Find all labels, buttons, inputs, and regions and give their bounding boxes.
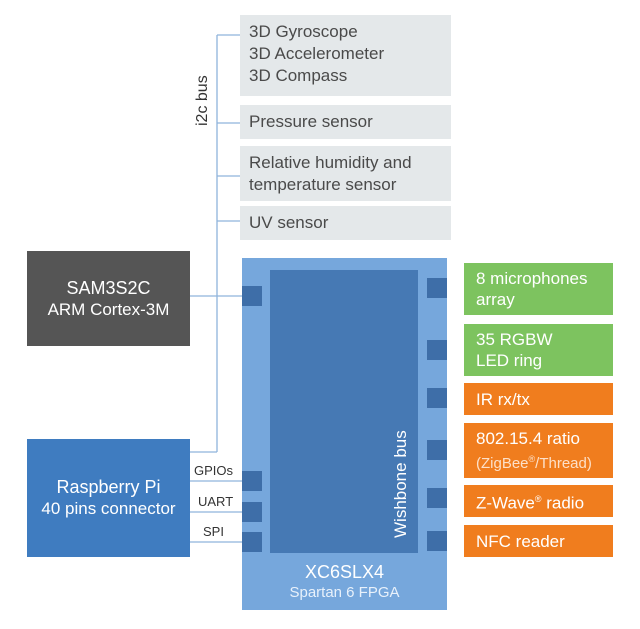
mics-line-2: array	[476, 290, 515, 309]
port-zwave	[427, 488, 447, 508]
port-led	[427, 340, 447, 360]
sensor-humidity-line-1: Relative humidity and	[249, 153, 412, 172]
ir-transceiver: IR rx/tx	[464, 383, 613, 415]
fpga-core	[270, 270, 418, 553]
zigbee-radio: 802.15.4 ratio (ZigBee®/Thread)	[464, 423, 613, 478]
ir-label: IR rx/tx	[476, 389, 530, 409]
gpio-label: GPIOs	[194, 463, 234, 478]
rpi-subtitle: 40 pins connector	[41, 499, 176, 518]
zigbee-reg-mark: ®	[528, 453, 536, 464]
port-gpio	[242, 471, 262, 491]
nfc-label: NFC reader	[476, 531, 565, 551]
zwave-radio: Z-Wave® radio	[464, 485, 613, 517]
zwave-label: Z-Wave® radio	[476, 489, 613, 514]
sensor-imu-line-2: 3D Accelerometer	[249, 44, 385, 63]
led-line-1: 35 RGBW	[476, 330, 553, 349]
zigbee-sub: (ZigBee®/Thread)	[476, 449, 613, 474]
sam3s2c-chip: SAM3S2C ARM Cortex-3M	[27, 251, 190, 346]
zigbee-sub-b: /Thread)	[535, 454, 592, 472]
microphone-array: 8 microphones array	[464, 263, 613, 315]
sam-title: SAM3S2C	[66, 277, 151, 298]
port-zigbee	[427, 440, 447, 460]
sensor-pressure-line-1: Pressure sensor	[249, 112, 373, 131]
fpga-subtitle: Spartan 6 FPGA	[289, 584, 400, 601]
raspberry-pi-connector: Raspberry Pi 40 pins connector	[27, 439, 190, 557]
port-spi	[242, 532, 262, 552]
fpga-title: XC6SLX4	[304, 562, 385, 582]
port-mics	[427, 278, 447, 298]
zigbee-title: 802.15.4 ratio	[476, 428, 580, 448]
zwave-reg-mark: ®	[534, 493, 542, 504]
led-ring: 35 RGBW LED ring	[464, 324, 613, 376]
sensor-imu: 3D Gyroscope 3D Accelerometer 3D Compass	[240, 15, 451, 96]
mics-line-1: 8 microphones	[476, 269, 588, 288]
spi-label: SPI	[203, 524, 224, 539]
sensor-imu-line-3: 3D Compass	[249, 66, 348, 85]
zwave-b: radio	[541, 493, 585, 513]
port-ir	[427, 388, 447, 408]
zwave-a: Z-Wave	[476, 493, 535, 513]
uart-label: UART	[198, 494, 234, 509]
nfc-reader: NFC reader	[464, 525, 613, 557]
led-line-2: LED ring	[476, 351, 543, 370]
i2c-bus-label: i2c bus	[194, 75, 211, 126]
wishbone-bus-label: Wishbone bus	[391, 430, 410, 538]
port-nfc	[427, 531, 447, 551]
sensor-uv-line-1: UV sensor	[249, 213, 329, 232]
sensor-humidity-line-2: temperature sensor	[249, 175, 397, 194]
sensor-pressure: Pressure sensor	[240, 105, 451, 139]
sensor-uv: UV sensor	[240, 206, 451, 240]
zigbee-sub-a: (ZigBee	[476, 454, 529, 472]
port-sam	[242, 286, 262, 306]
sensor-humidity: Relative humidity and temperature sensor	[240, 146, 451, 201]
sensor-imu-line-1: 3D Gyroscope	[249, 22, 358, 41]
sam-subtitle: ARM Cortex-3M	[47, 299, 170, 319]
rpi-title: Raspberry Pi	[56, 477, 161, 497]
port-uart	[242, 502, 262, 522]
